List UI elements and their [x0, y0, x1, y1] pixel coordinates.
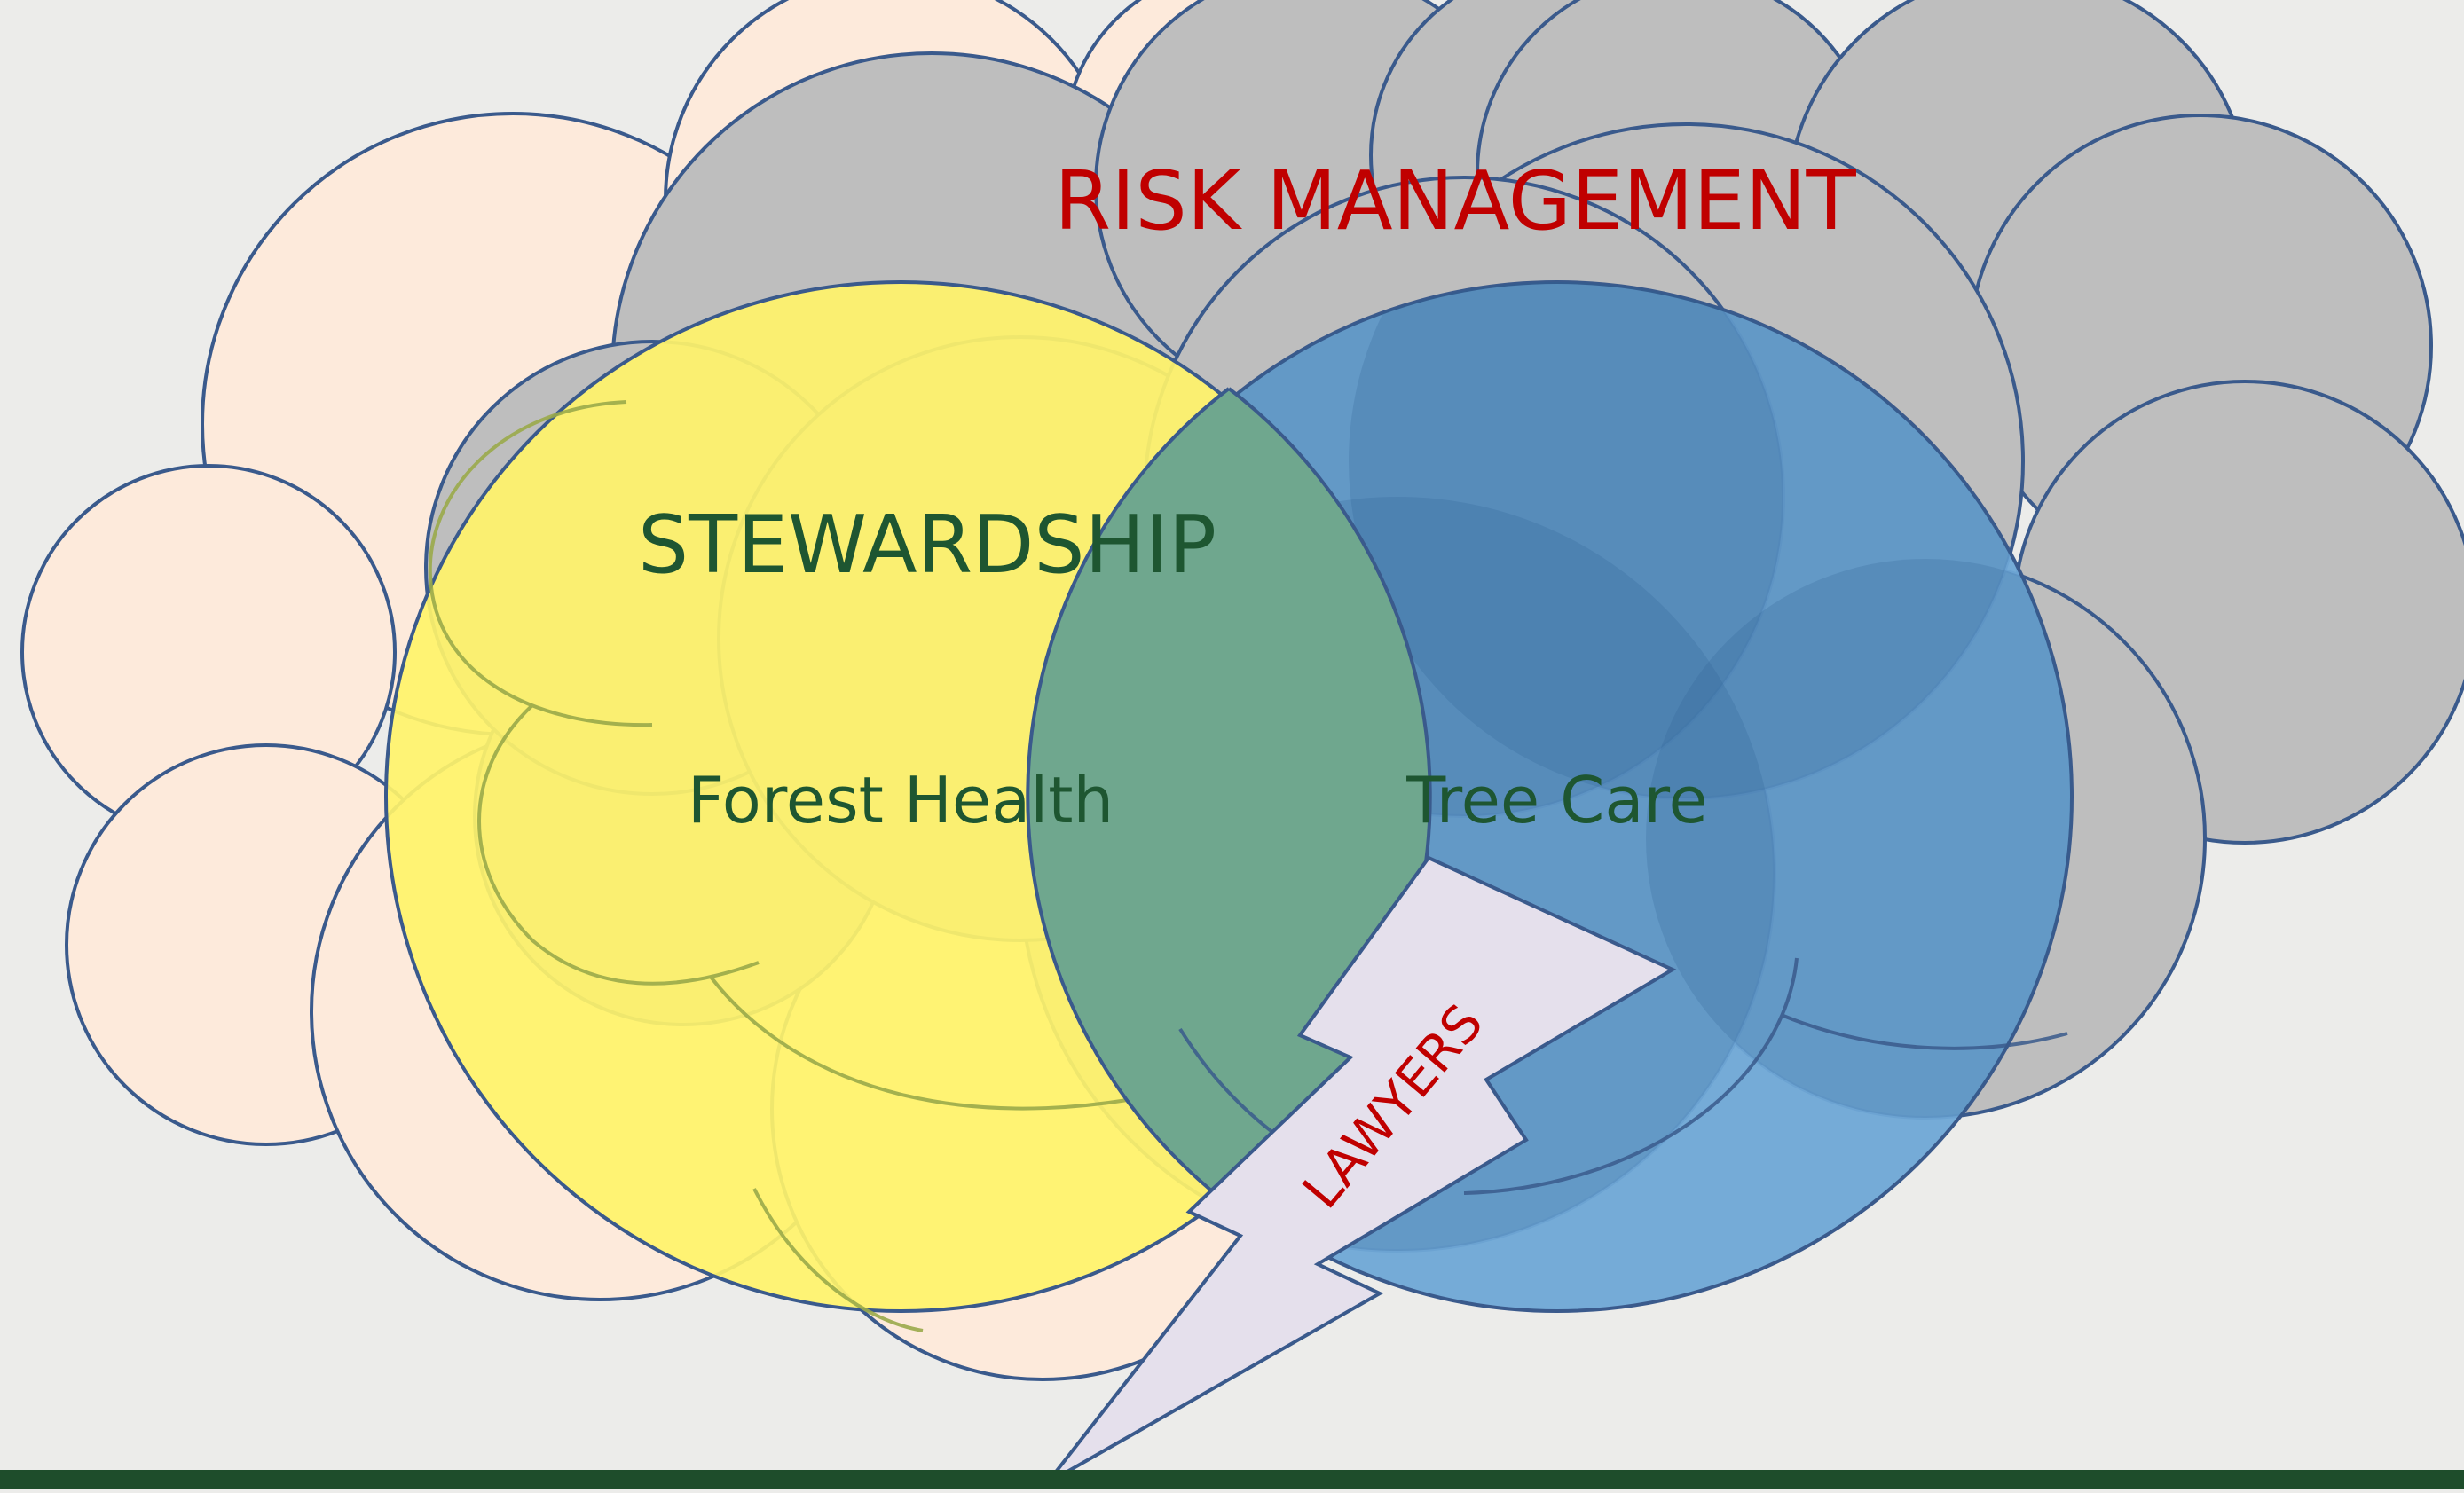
- tree-care-label: Tree Care: [1405, 763, 1708, 837]
- footer-bar: [0, 1470, 2464, 1489]
- cloud-arcs-under-stewardship: [428, 400, 1212, 1332]
- forest-health-label: Forest Health: [688, 763, 1114, 837]
- lightning-bolt: [1045, 855, 1677, 1485]
- stewardship-label: STEWARDSHIP: [638, 499, 1216, 592]
- risk-management-label: RISK MANAGEMENT: [1054, 153, 1856, 248]
